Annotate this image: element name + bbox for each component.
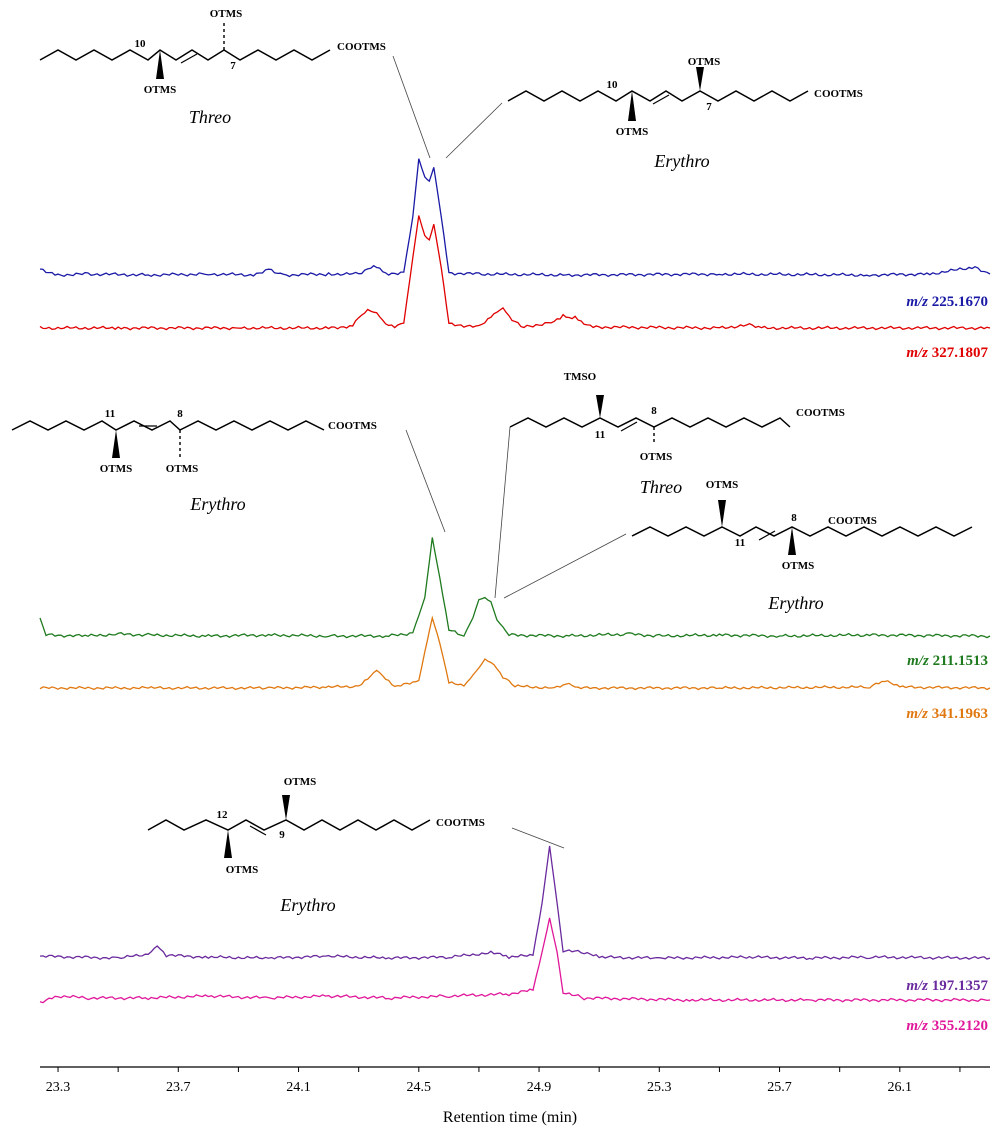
structure-erythro-11-8-trans — [631, 526, 973, 541]
atom-label: COOTMS — [796, 407, 845, 419]
wedge-bond — [628, 91, 636, 121]
leader-line — [445, 102, 503, 159]
atom-label: OTMS — [782, 560, 814, 572]
trace-line — [39, 917, 991, 1004]
trace-label-layer: m/z 225.1670 m/z 327.1807 m/z 211.1513 m/z … — [906, 294, 988, 1034]
trace-layer — [39, 158, 991, 1004]
isomer-label: Erythro — [653, 151, 709, 171]
trace-label: m/z 341.1963 — [906, 706, 988, 722]
atom-label: COOTMS — [337, 41, 386, 53]
atom-label: OTMS — [226, 864, 258, 876]
locant-label: 12 — [217, 809, 229, 821]
wedge-bond — [596, 395, 604, 418]
locant-label: 8 — [177, 408, 183, 420]
wedge-bond — [156, 50, 164, 79]
structure-threo-10-7 — [39, 20, 331, 64]
x-tick-layer: 23.3 23.7 24.1 24.5 24.9 25.3 25.7 26.1 — [46, 1067, 961, 1095]
wedge-bond — [112, 430, 120, 458]
x-tick-label: 24.1 — [286, 1080, 311, 1095]
atom-label: OTMS — [616, 126, 648, 138]
x-tick-label: 25.3 — [647, 1080, 672, 1095]
x-tick-label: 23.7 — [166, 1080, 191, 1095]
trace-line — [39, 615, 991, 691]
locant-label: 9 — [279, 829, 285, 841]
locant-label: 8 — [651, 405, 657, 417]
structure-erythro-12-9 — [147, 819, 431, 836]
trace-line — [39, 215, 991, 331]
x-tick-label: 23.3 — [46, 1080, 71, 1095]
leader-line — [405, 429, 446, 533]
wedge-bond — [718, 500, 726, 527]
atom-label: OTMS — [100, 463, 132, 475]
trace-label: m/z 327.1807 — [906, 345, 988, 361]
isomer-label: Erythro — [767, 593, 823, 613]
x-tick-label: 24.9 — [527, 1080, 552, 1095]
leader-line — [503, 533, 627, 599]
leader-line — [494, 426, 511, 599]
trace-label: m/z 211.1513 — [907, 653, 988, 669]
trace-label: m/z 197.1357 — [906, 978, 988, 994]
atom-label: COOTMS — [436, 817, 485, 829]
locant-label: 11 — [595, 429, 605, 441]
trace-line — [39, 845, 991, 961]
locant-label: 10 — [135, 38, 147, 50]
trace-label: m/z 225.1670 — [906, 294, 988, 310]
structure-erythro-11-8 — [11, 420, 325, 458]
wedge-bond — [224, 830, 232, 858]
atom-label: OTMS — [210, 8, 242, 20]
wedge-bond — [788, 527, 796, 555]
atom-label: OTMS — [166, 463, 198, 475]
isomer-label: Erythro — [279, 895, 335, 915]
atom-label: OTMS — [284, 776, 316, 788]
wedge-bond — [696, 67, 704, 91]
isomer-label: Threo — [189, 107, 231, 127]
structure-threo-11-8 — [509, 417, 791, 445]
locant-label: 11 — [105, 408, 115, 420]
isomer-label: Threo — [640, 477, 682, 497]
leader-line — [511, 827, 565, 849]
locant-label: 11 — [735, 537, 745, 549]
x-tick-label: 25.7 — [767, 1080, 792, 1095]
x-tick-label: 26.1 — [888, 1080, 913, 1095]
isomer-label: Erythro — [189, 494, 245, 514]
atom-label: COOTMS — [828, 515, 877, 527]
locant-label: 7 — [230, 60, 236, 72]
locant-label: 10 — [607, 79, 619, 91]
atom-label: COOTMS — [328, 420, 377, 432]
atom-label: OTMS — [144, 84, 176, 96]
x-axis-title: Retention time (min) — [443, 1109, 577, 1126]
locant-label: 7 — [706, 101, 712, 113]
trace-label: m/z 355.2120 — [906, 1018, 988, 1034]
trace-line — [39, 537, 991, 639]
atom-label: OTMS — [688, 56, 720, 68]
atom-label: OTMS — [640, 451, 672, 463]
x-axis: 23.3 23.7 24.1 24.5 24.9 25.3 25.7 26.1 Retenti… — [40, 1066, 990, 1126]
locant-label: 8 — [791, 512, 797, 524]
wedge-bond — [282, 795, 290, 820]
atom-label: TMSO — [564, 371, 597, 383]
atom-label: OTMS — [706, 479, 738, 491]
x-tick-label: 24.5 — [407, 1080, 432, 1095]
leader-line — [392, 55, 431, 159]
atom-label: COOTMS — [814, 88, 863, 100]
structure-erythro-10-7 — [507, 90, 809, 105]
trace-line — [39, 158, 991, 278]
